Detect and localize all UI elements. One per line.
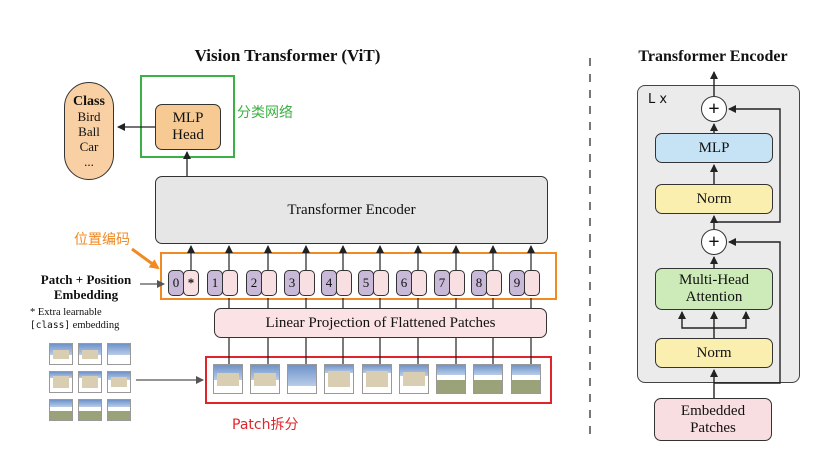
mlp-head-line2: Head bbox=[172, 127, 204, 143]
vit-title: Vision Transformer (ViT) bbox=[194, 46, 381, 65]
encoder-title: Transformer Encoder bbox=[638, 48, 788, 65]
class-output-box: Class Bird Ball Car ... bbox=[64, 82, 114, 180]
flat-patch-5 bbox=[362, 364, 392, 394]
grid-patch-8 bbox=[78, 399, 102, 421]
input-image-grid bbox=[49, 343, 131, 421]
embedded-patches-box: Embedded Patches bbox=[654, 398, 772, 441]
position-annotation: 位置编码 bbox=[74, 232, 130, 248]
class-item-bird: Bird bbox=[77, 108, 101, 124]
token-embedding-3 bbox=[299, 270, 315, 296]
token-embedding-5 bbox=[373, 270, 389, 296]
repeat-label: L x bbox=[648, 92, 668, 107]
residual-add-bottom: + bbox=[701, 229, 727, 255]
flat-patch-6 bbox=[399, 364, 429, 394]
mha-line2: Attention bbox=[685, 289, 743, 305]
flat-patch-9 bbox=[511, 364, 541, 394]
token-embedding-9 bbox=[524, 270, 540, 296]
grid-patch-2 bbox=[78, 343, 102, 365]
extra-note-line1: * Extra learnable bbox=[30, 307, 102, 318]
token-embedding-7 bbox=[449, 270, 465, 296]
flat-patch-7 bbox=[436, 364, 466, 394]
grid-patch-5 bbox=[78, 371, 102, 393]
grid-patch-6 bbox=[107, 371, 131, 393]
mha-line1: Multi-Head bbox=[679, 272, 749, 288]
residual-add-top: + bbox=[701, 96, 727, 122]
flat-patch-4 bbox=[324, 364, 354, 394]
patch-split-annotation: Patch拆分 bbox=[232, 417, 299, 433]
token-highlight-frame bbox=[160, 252, 557, 300]
grid-patch-9 bbox=[107, 399, 131, 421]
linear-projection-box: Linear Projection of Flattened Patches bbox=[214, 308, 547, 338]
transformer-encoder-box: Transformer Encoder bbox=[155, 176, 548, 244]
patch-position-line2: Embedding bbox=[53, 287, 119, 302]
flat-patch-2 bbox=[250, 364, 280, 394]
class-token-embedding: * bbox=[183, 270, 199, 296]
extra-note-rest: embedding bbox=[72, 320, 120, 331]
encoder-mlp-box: MLP bbox=[655, 133, 773, 163]
class-heading: Class bbox=[73, 93, 105, 109]
token-index-1: 1 bbox=[207, 270, 223, 296]
embedded-line1: Embedded bbox=[680, 402, 746, 419]
class-item-ball: Ball bbox=[78, 123, 100, 139]
extra-note: * Extra learnable [class] embedding bbox=[30, 306, 119, 332]
flat-patch-3 bbox=[287, 364, 317, 394]
mlp-head-line1: MLP bbox=[172, 110, 204, 126]
patch-position-label: Patch + Position Embedding bbox=[24, 272, 148, 302]
token-embedding-2 bbox=[261, 270, 277, 296]
extra-note-code: [class] bbox=[30, 320, 71, 331]
grid-patch-7 bbox=[49, 399, 73, 421]
patch-position-line1: Patch + Position bbox=[40, 272, 132, 287]
encoder-norm-bottom: Norm bbox=[655, 338, 773, 368]
encoder-norm-top: Norm bbox=[655, 184, 773, 214]
patch-split-frame bbox=[205, 356, 552, 404]
embedded-line2: Patches bbox=[690, 419, 736, 436]
token-embedding-4 bbox=[336, 270, 352, 296]
class-item-car: Car bbox=[79, 138, 99, 154]
classifier-annotation: 分类网络 bbox=[237, 105, 293, 121]
token-embedding-1 bbox=[222, 270, 238, 296]
flat-patch-8 bbox=[473, 364, 503, 394]
grid-patch-3 bbox=[107, 343, 131, 365]
grid-patch-1 bbox=[49, 343, 73, 365]
class-item-more: ... bbox=[84, 153, 94, 169]
flat-patch-1 bbox=[213, 364, 243, 394]
multi-head-attention-box: Multi-Head Attention bbox=[655, 268, 773, 310]
mlp-head-box: MLP Head bbox=[155, 104, 221, 150]
token-embedding-8 bbox=[486, 270, 502, 296]
token-embedding-6 bbox=[411, 270, 427, 296]
grid-patch-4 bbox=[49, 371, 73, 393]
